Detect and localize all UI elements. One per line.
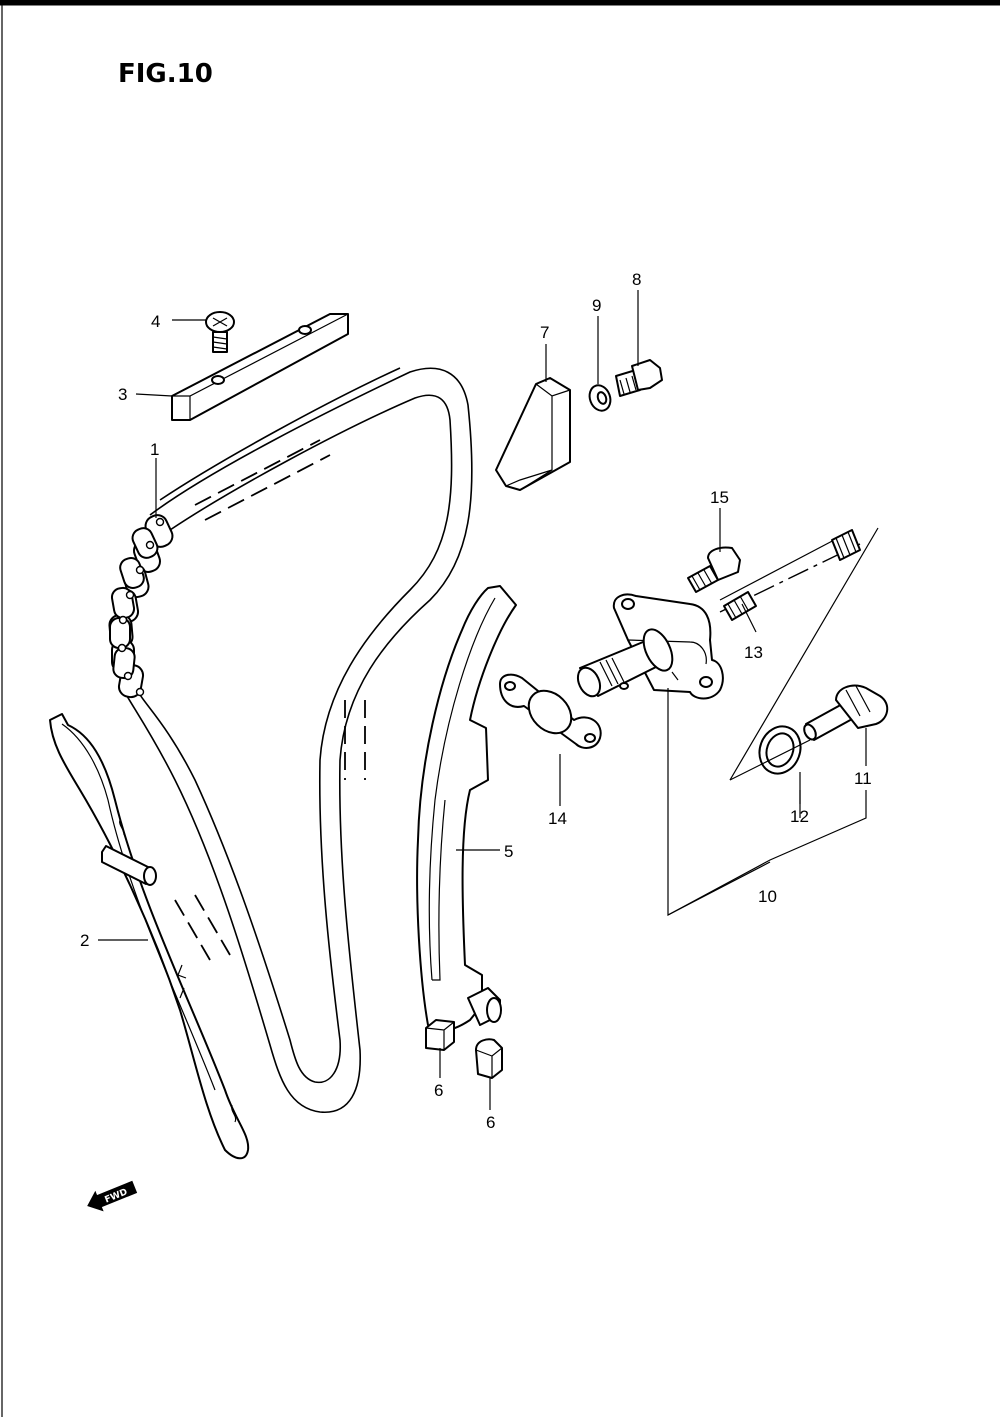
callout-7: 7	[540, 323, 549, 342]
gasket-14	[499, 673, 602, 749]
fwd-label: FWD	[103, 1187, 129, 1205]
cushion-block	[495, 377, 571, 491]
chain-guide-top	[171, 313, 349, 421]
callout-2: 2	[80, 931, 89, 950]
chain-guide-tensioner	[416, 585, 517, 1032]
callout-6a: 6	[434, 1081, 443, 1100]
callout-10: 10	[758, 887, 777, 906]
tensioner-body	[576, 593, 724, 700]
top-border	[0, 0, 1000, 6]
spring-holder-bolt	[803, 684, 889, 741]
damper-a	[425, 1019, 455, 1051]
callout-14: 14	[548, 809, 567, 828]
bolt-8	[615, 359, 663, 397]
figure-title: FIG.10	[118, 59, 213, 89]
bolt-15	[687, 546, 741, 593]
callout-11: 11	[854, 769, 872, 788]
fwd-arrow-icon: FWD	[87, 1180, 138, 1212]
callout-1: 1	[150, 440, 159, 459]
callout-12: 12	[790, 807, 809, 826]
washer-9	[588, 384, 612, 412]
gasket-washer-12	[758, 725, 802, 775]
screw-guide	[205, 311, 235, 353]
callout-13: 13	[744, 643, 763, 662]
callout-4: 4	[151, 312, 160, 331]
callout-5: 5	[504, 842, 513, 861]
chain-guide-front	[49, 713, 250, 1160]
callout-15: 15	[710, 488, 729, 507]
spring-13	[719, 529, 861, 621]
callout-8: 8	[632, 270, 641, 289]
callout-3: 3	[118, 385, 127, 404]
callout-6b: 6	[486, 1113, 495, 1132]
cam-chain	[108, 367, 473, 1113]
leader-lines	[98, 290, 867, 1110]
assembly-bracket	[667, 527, 879, 917]
callout-9: 9	[592, 296, 601, 315]
damper-b	[475, 1038, 503, 1079]
